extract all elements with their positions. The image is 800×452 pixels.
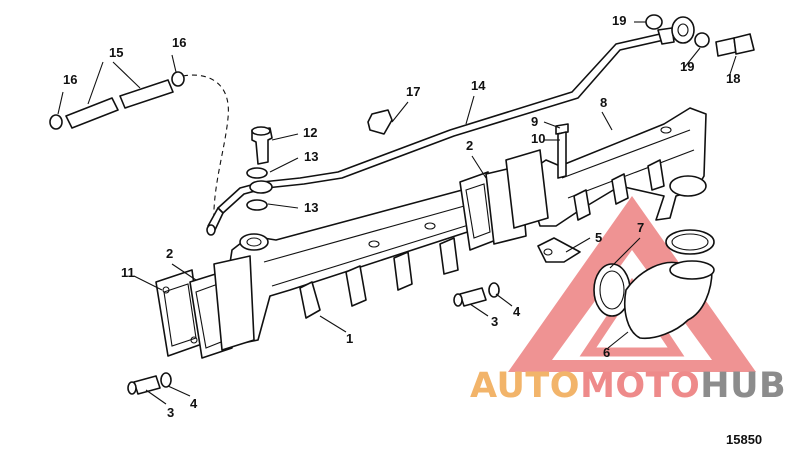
callout-17: 17 [406,84,420,99]
callout-4: 4 [513,304,521,319]
end-flange [213,255,255,351]
sealing-washer-upper [246,167,268,179]
callout-4: 4 [190,396,198,411]
bracket-5 [537,237,581,263]
callout-19: 19 [680,59,694,74]
callout-16: 16 [63,72,77,87]
hose-clamp-right [171,71,185,87]
clip-17 [367,109,393,135]
callout-14: 14 [471,78,486,93]
callout-6: 6 [603,345,610,360]
hose-routing-dashed [182,74,229,227]
bolt-9-washer-10 [555,123,569,179]
washer-19-lower [694,32,710,48]
watermark-auto: AUTO [470,366,581,406]
fitting-18-19 [645,14,755,57]
exhaust-manifold-8 [519,107,707,227]
bolt-18 [733,33,755,55]
bolt-3-washer-4-middle [453,282,500,307]
watermark-moto: MOTO [580,366,701,406]
clamp-7 [593,229,715,317]
bolt-3-washer-4-left [127,372,172,395]
callout-8: 8 [600,95,607,110]
callout-16: 16 [172,35,186,50]
callout-19: 19 [612,13,626,28]
callout-11: 11 [121,265,135,280]
watermark-hub: HUB [700,366,787,406]
watermark-logo-text: AUTOMOTOHUB [470,366,786,406]
callout-2: 2 [466,138,473,153]
washer-19-upper [645,14,663,30]
callout-5: 5 [595,230,602,245]
callout-10: 10 [531,131,545,146]
exhaust-manifold-1 [223,181,517,345]
leader-lines [57,21,737,405]
figure-number: 15850 [726,432,763,447]
callout-7: 7 [637,220,644,235]
callout-9: 9 [531,114,538,129]
callout-2: 2 [166,246,173,261]
callout-1: 1 [346,331,353,346]
callout-12: 12 [303,125,317,140]
callout-18: 18 [726,71,740,86]
hose-15 [49,71,185,130]
banjo-bolt-12 [246,126,273,211]
elbow-6 [624,260,715,340]
sealing-washer-lower [246,199,268,211]
callout-15: 15 [109,45,123,60]
hose-clamp-left [49,114,63,130]
callout-3: 3 [167,405,174,420]
callout-13: 13 [304,200,318,215]
callout-3: 3 [491,314,498,329]
callout-13: 13 [304,149,318,164]
